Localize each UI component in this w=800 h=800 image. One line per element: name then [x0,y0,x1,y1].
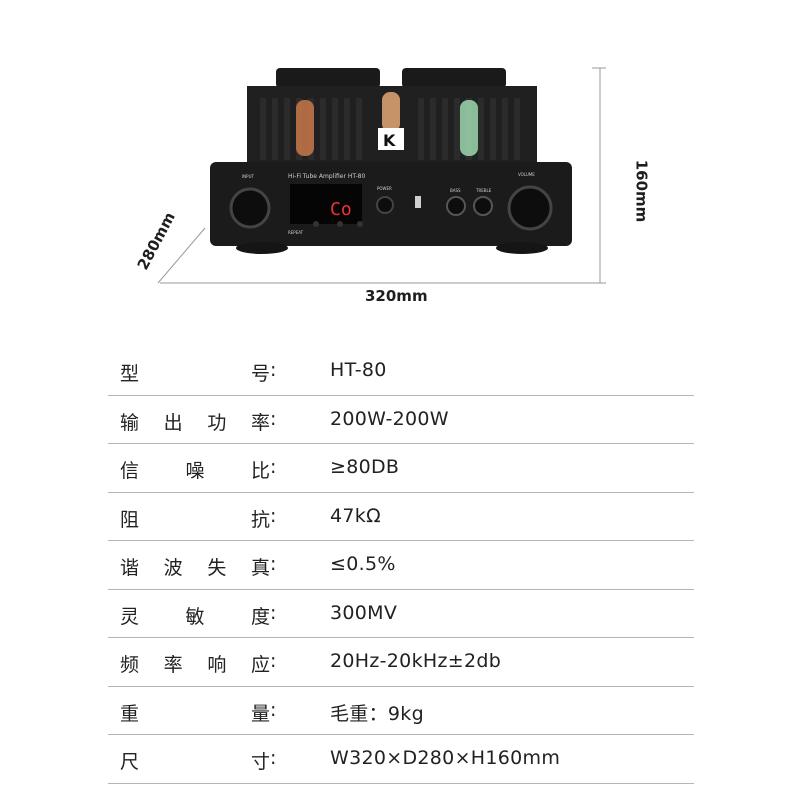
spec-colon: : [270,504,277,527]
spec-key-char: 出 [163,411,183,434]
bass-knob [446,196,466,216]
model-label: Hi-Fi Tube Amplifier HT-80 [288,173,365,180]
spec-value: HT-80 [330,359,387,381]
spec-colon: : [270,698,277,721]
spec-value: 毛重：9kg [330,702,424,725]
spec-key-char: 波 [163,557,183,579]
spec-key: 型号 [120,359,270,386]
spec-key: 阻抗 [120,505,270,532]
spec-row: 频 率 响 应: 20Hz-20kHz±2db [108,638,694,687]
svg-text:TREBLE: TREBLE [475,188,492,193]
spec-row: 阻抗:47kΩ [108,493,694,541]
spec-key-char: 功 [207,411,227,434]
tube-left [296,100,314,156]
spec-colon: : [270,650,277,672]
svg-text:POWER: POWER [377,186,392,191]
spec-key-char: 寸 [250,751,270,773]
spec-key-char: 率 [163,654,183,676]
spec-key: 灵敏度 [120,602,270,629]
spec-value: 47kΩ [330,504,381,527]
spec-value: 20Hz-20kHz±2db [330,650,502,672]
spec-key-char: 噪 [185,460,205,482]
spec-key: 信噪比 [120,456,270,483]
spec-key-char: 型 [120,363,140,385]
spec-key-char: 号 [250,363,270,385]
spec-colon: : [270,747,277,769]
spec-key-char: 频 [120,654,140,676]
foot-left [236,242,288,254]
led-display [290,184,362,224]
spec-colon: : [270,601,277,624]
spec-key-char: 响 [207,654,227,676]
spec-key: 频率响应 [120,650,270,677]
brand-logo [378,128,404,150]
spec-key-char: 率 [250,411,270,434]
spec-key: 重量 [120,699,270,726]
spec-key-char: 灵 [120,605,140,628]
display-readout: Co [330,199,352,220]
spec-colon: : [270,553,277,575]
svg-text:BASS: BASS [450,188,461,193]
spec-row: 重量:毛重：9kg [108,687,694,735]
spec-key-char: 应 [250,654,270,676]
spec-row: 谐 波 失 真: ≤0.5% [108,541,694,590]
depth-dimension-line [157,227,206,284]
spec-value: W320×D280×H160mm [330,747,561,769]
product-image: K Hi-Fi Tube Amplifier HT-80 INPUT Co RE… [0,0,800,320]
spec-key-char: 输 [120,411,140,434]
treble-knob [473,196,493,216]
spec-value: 200W-200W [330,407,449,430]
foot-right [496,242,548,254]
svg-text:REPEAT: REPEAT [288,230,304,235]
spec-key-char: 尺 [120,751,140,773]
spec-colon: : [270,359,277,381]
brand-logo-letter: K [383,131,396,150]
spec-key-char: 比 [250,460,270,482]
tube-right [460,100,478,156]
spec-value: ≤0.5% [330,553,396,575]
spec-key-char: 敏 [185,605,205,628]
spec-key-char: 度 [250,605,270,628]
spec-key-char: 信 [120,460,140,482]
spec-row: 灵 敏 度: 300MV [108,590,694,638]
transformer-cover-left [276,68,380,88]
spec-key-char: 失 [207,557,227,579]
height-dimension: 160mm [632,159,651,223]
spec-colon: : [270,456,277,478]
spec-key-char: 抗 [250,508,270,531]
spec-key-char: 真 [250,557,270,579]
spec-row: 信 噪 比: ≥80DB [108,444,694,493]
width-dimension: 320mm [365,287,428,305]
spec-key: 输出 功率 [120,408,270,435]
tube-center [382,92,400,132]
spec-key: 尺寸 [120,747,270,774]
spec-row: 型号:HT-80 [108,347,694,396]
svg-text:VOLUME: VOLUME [518,172,535,177]
spec-value: 300MV [330,601,398,624]
spec-key-char: 谐 [120,557,140,579]
usb-port [415,196,421,208]
svg-text:INPUT: INPUT [242,174,255,179]
spec-colon: : [270,407,277,430]
spec-key: 谐波失真 [120,553,270,580]
spec-key-char: 阻 [120,508,140,531]
spec-key-char: 重 [120,702,140,725]
transformer-cover-right [402,68,506,88]
input-knob [229,187,271,229]
spec-key-char: 量 [250,702,270,725]
spec-row: 尺寸:W320×D280×H160mm [108,735,694,784]
spec-value: ≥80DB [330,456,400,478]
amplifier-illustration: K Hi-Fi Tube Amplifier HT-80 INPUT Co RE… [157,67,606,284]
volume-knob [507,185,553,231]
spec-row: 输出 功率: 200W-200W [108,396,694,444]
power-button [376,196,394,214]
